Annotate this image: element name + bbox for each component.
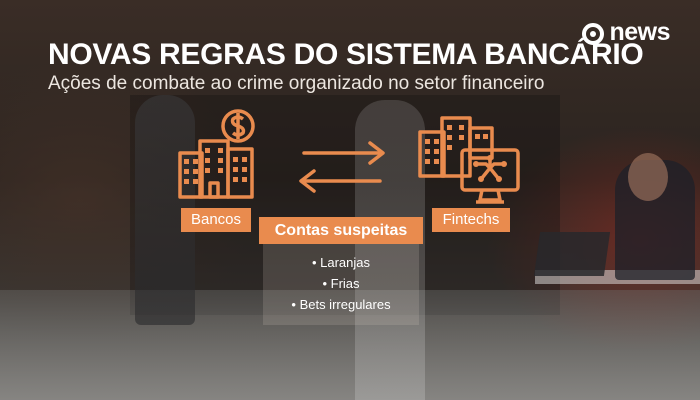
headline-subtitle: Ações de combate ao crime organizado no … [48,73,545,94]
fintechs-label: Fintechs [432,208,510,232]
logo-text: news [609,18,670,46]
suspicious-accounts-list: Laranjas Frias Bets irregulares [263,244,419,325]
presenter-silhouette-center [355,100,425,400]
globo-logo-icon [582,22,605,45]
list-item: Bets irregulares [263,294,419,315]
broadcaster-logo: news [582,18,670,47]
suspicious-accounts-panel: Contas suspeitas Laranjas Frias Bets irr… [259,217,423,325]
anchor-head [628,153,668,201]
headline-title: NOVAS REGRAS DO SISTEMA BANCÁRIO [48,38,644,71]
arrow-left-icon [299,169,382,193]
laptop [533,232,611,276]
arrow-right-icon [302,141,385,165]
panel-title: Contas suspeitas [259,217,423,244]
buildings-with-computer-icon [418,116,520,204]
bank-buildings-with-dollar-icon [178,109,255,199]
list-item: Frias [263,273,419,294]
bancos-label: Bancos [181,208,251,232]
list-item: Laranjas [263,252,419,273]
